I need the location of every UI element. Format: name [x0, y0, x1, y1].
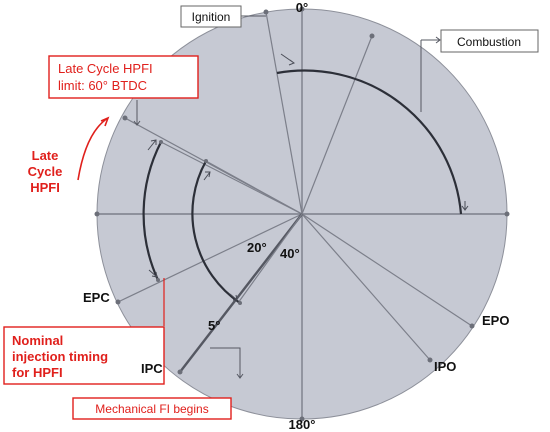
leader-lines	[77, 15, 441, 379]
ignition-label: Ignition	[192, 10, 231, 24]
ignition-box	[180, 5, 242, 28]
ignition-radial	[265, 11, 303, 215]
nominal-label-3: for HPFI	[12, 365, 63, 380]
arc-markers	[147, 53, 469, 305]
epc-radial	[117, 213, 303, 303]
late-limit-label-1: Late Cycle HPFI	[58, 61, 153, 76]
angle-40-label: 40°	[280, 246, 300, 261]
nominal-label-2: injection timing	[12, 349, 108, 364]
ipo-label: IPO	[434, 359, 456, 374]
mid-radial-2	[205, 160, 303, 215]
epo-label: EPO	[482, 313, 509, 328]
angle-top-label: 0°	[296, 0, 308, 15]
callout-boxes	[3, 5, 539, 420]
combustion-arc	[276, 69, 463, 215]
nominal-label-1: Nominal	[12, 333, 63, 348]
mech-fi-radial	[237, 213, 303, 304]
outer-injection-arc	[142, 141, 162, 281]
edge-markers	[94, 6, 510, 422]
combustion-radial	[301, 35, 373, 215]
mechanical-box	[72, 397, 232, 420]
event-radials	[117, 11, 473, 373]
late-limit-label-2: limit: 60° BTDC	[58, 78, 147, 93]
late-cycle-label-2: Cycle	[28, 164, 63, 179]
ipo-radial	[301, 213, 431, 361]
ipc-label: IPC	[141, 361, 163, 376]
angle-20-label: 20°	[247, 240, 267, 255]
combustion-box	[440, 29, 539, 53]
nominal-box	[3, 326, 165, 385]
late-cycle-label-1: Late	[32, 148, 59, 163]
inner-injection-arc	[191, 160, 241, 304]
mid-radial-1	[160, 141, 303, 215]
late-limit-box	[48, 55, 199, 99]
combustion-label: Combustion	[457, 35, 521, 49]
epc-label: EPC	[83, 290, 110, 305]
duration-arcs	[142, 69, 463, 304]
late-cycle-label-3: HPFI	[30, 180, 60, 195]
angle-5-label: 5°	[208, 318, 220, 333]
ipc-radial	[179, 213, 303, 373]
epo-radial	[301, 213, 473, 327]
angle-bottom-label: 180°	[289, 417, 316, 432]
mechanical-label: Mechanical FI begins	[95, 402, 208, 416]
